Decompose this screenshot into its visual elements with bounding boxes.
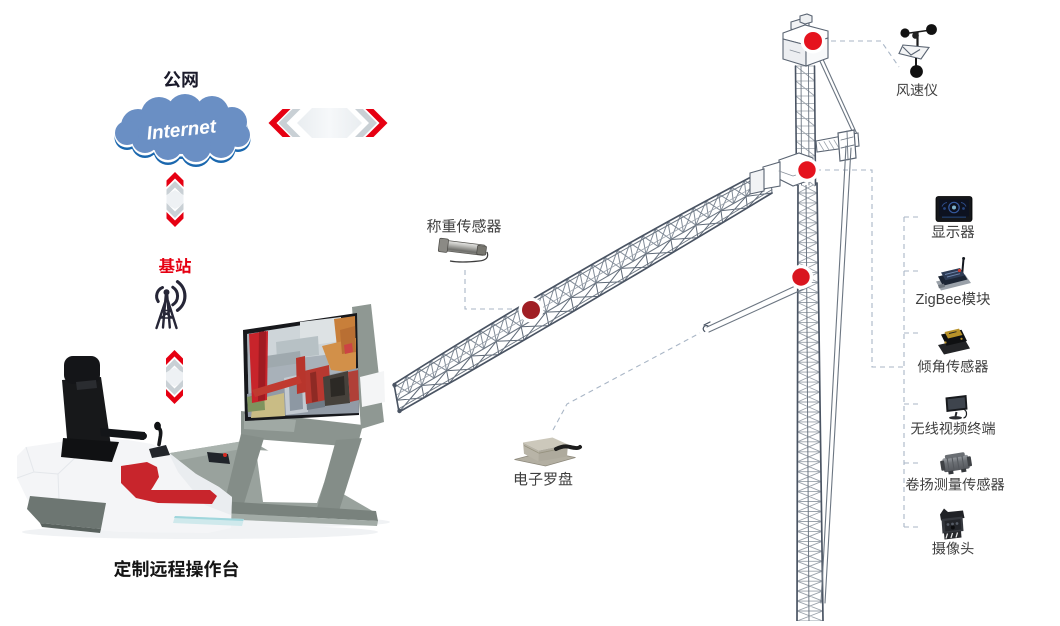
svg-text:ZigBee: ZigBee <box>916 292 962 308</box>
